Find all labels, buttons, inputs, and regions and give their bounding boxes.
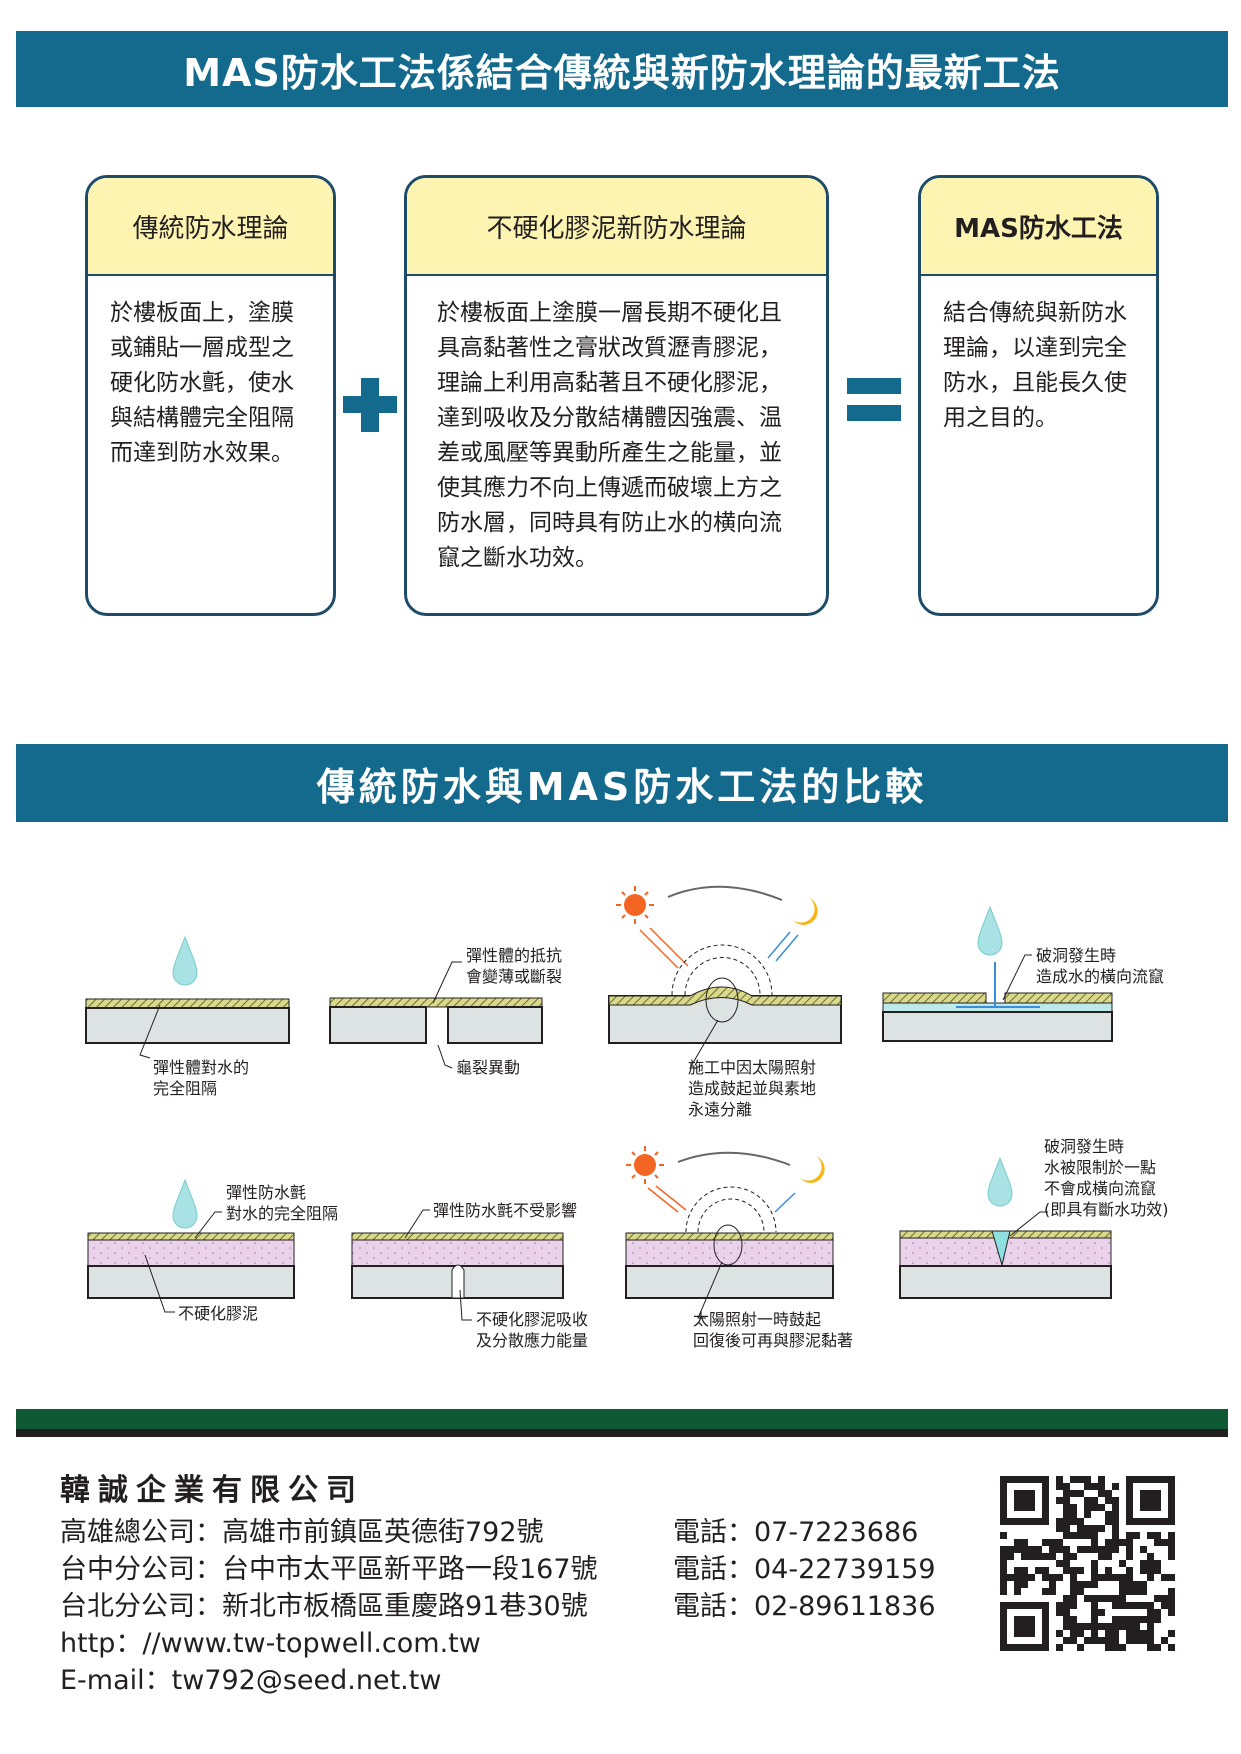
- water-drop-icon: [172, 1179, 198, 1229]
- label-r1-3: 施工中因太陽照射造成鼓起並與素地永遠分離: [688, 1057, 816, 1120]
- card-title: 傳統防水理論: [88, 178, 333, 276]
- label-r2-1-bottom: 不硬化膠泥: [178, 1303, 258, 1324]
- card-body: 結合傳統與新防水理論，以達到完全防水，且能長久使用之目的。: [943, 300, 1127, 431]
- label-line: 不硬化膠泥吸收: [476, 1310, 589, 1329]
- label-line: 彈性防水氈不受影響: [433, 1201, 578, 1220]
- card-title: MAS防水工法: [921, 178, 1156, 276]
- sun-icon: [615, 885, 655, 925]
- diagram-traditional-sun-blister: [608, 885, 842, 1069]
- label-line: 太陽照射一時鼓起: [693, 1310, 822, 1329]
- label-r2-2-top: 彈性防水氈不受影響: [433, 1200, 577, 1221]
- mas-method-card: MAS防水工法 結合傳統與新防水理論，以達到完全防水，且能長久使用之目的。: [918, 175, 1159, 616]
- water-drop-icon: [987, 1157, 1013, 1207]
- diagram-mas-barrier: [87, 1179, 295, 1313]
- arrow-icon: [667, 885, 783, 901]
- label-line: (即具有斷水功效): [1044, 1200, 1169, 1219]
- label-line: 永遠分離: [688, 1100, 753, 1119]
- card-body: 於樓板面上，塗膜或鋪貼一層成型之硬化防水氈，使水與結構體完全阻隔而達到防水效果。: [110, 300, 294, 466]
- comparison-diagrams: [85, 885, 1113, 1321]
- label-line: 會變薄或斷裂: [466, 967, 563, 986]
- qr-code-icon[interactable]: [995, 1476, 1180, 1651]
- office-taichung: 台中分公司：台中市太平區新平路一段167號: [60, 1554, 598, 1585]
- label-line: 龜裂異動: [456, 1058, 521, 1077]
- email-link[interactable]: E-mail：tw792@seed.net.tw: [60, 1665, 442, 1696]
- equals-icon: [847, 378, 901, 394]
- water-drop-icon: [977, 906, 1003, 956]
- label-line: 破洞發生時: [1036, 946, 1117, 965]
- label-r2-1-top: 彈性防水氈對水的完全阻隔: [226, 1182, 338, 1224]
- card-body: 於樓板面上塗膜一層長期不硬化且具高黏著性之膏狀改質瀝青膠泥，理論上利用高黏著且不…: [437, 300, 782, 571]
- office-kaohsiung: 高雄總公司：高雄市前鎮區英德街792號: [60, 1517, 544, 1548]
- diagram-traditional-barrier: [85, 936, 290, 1059]
- label-line: 彈性體的抵抗: [466, 946, 563, 965]
- label-line: 對水的完全阻隔: [226, 1204, 339, 1223]
- label-line: 回復後可再與膠泥黏著: [693, 1331, 854, 1350]
- diagram-mas-sun: [625, 1145, 834, 1319]
- comparison-banner: 傳統防水與MAS防水工法的比較: [16, 744, 1228, 822]
- company-name: 韓誠企業有限公司: [60, 1473, 364, 1508]
- diagram-mas-hole: [899, 1157, 1112, 1299]
- website-link[interactable]: http：//www.tw-topwell.com.tw: [60, 1628, 481, 1659]
- label-line: 及分散應力能量: [476, 1331, 589, 1350]
- water-drop-icon: [172, 936, 198, 986]
- diagram-traditional-crack: [329, 961, 543, 1069]
- label-r1-2-bottom: 龜裂異動: [456, 1057, 520, 1078]
- label-line: 造成水的橫向流竄: [1036, 967, 1165, 986]
- equals-icon-lower: [847, 405, 901, 421]
- label-line: 水被限制於一點: [1044, 1158, 1157, 1177]
- label-line: 施工中因太陽照射: [688, 1058, 817, 1077]
- office-taipei: 台北分公司：新北市板橋區重慶路91巷30號: [60, 1591, 588, 1622]
- label-line: 不會成橫向流竄: [1044, 1179, 1157, 1198]
- tel-taichung: 電話：04-22739159: [673, 1554, 936, 1585]
- tel-kaohsiung: 電話：07-7223686: [673, 1517, 919, 1548]
- label-r2-4: 破洞發生時水被限制於一點不會成橫向流竄 (即具有斷水功效): [1044, 1136, 1169, 1220]
- diagram-mas-crack: [351, 1209, 564, 1321]
- label-line: 造成鼓起並與素地: [688, 1079, 817, 1098]
- diagram-traditional-hole: [882, 906, 1113, 1042]
- label-r1-2-top: 彈性體的抵抗會變薄或斷裂: [466, 945, 562, 987]
- footer-divider: [16, 1409, 1228, 1429]
- new-theory-card: 不硬化膠泥新防水理論 於樓板面上塗膜一層長期不硬化且具高黏著性之膏狀改質瀝青膠泥…: [404, 175, 829, 616]
- plus-icon-vertical: [361, 378, 379, 432]
- label-r1-4: 破洞發生時造成水的橫向流竄: [1036, 945, 1164, 987]
- arrow-icon: [677, 1151, 791, 1166]
- moon-icon: [800, 1156, 825, 1183]
- label-line: 不硬化膠泥: [178, 1304, 259, 1323]
- tel-taipei: 電話：02-89611836: [673, 1591, 936, 1622]
- title-banner: MAS防水工法係結合傳統與新防水理論的最新工法: [16, 31, 1228, 107]
- label-r2-3: 太陽照射一時鼓起回復後可再與膠泥黏著: [693, 1309, 853, 1351]
- sun-icon: [625, 1145, 665, 1185]
- traditional-theory-card: 傳統防水理論 於樓板面上，塗膜或鋪貼一層成型之硬化防水氈，使水與結構體完全阻隔而…: [85, 175, 336, 616]
- label-line: 完全阻隔: [153, 1079, 218, 1098]
- title-text: MAS防水工法係結合傳統與新防水理論的最新工法: [183, 50, 1061, 95]
- label-r1-1: 彈性體對水的完全阻隔: [153, 1057, 249, 1099]
- label-line: 彈性體對水的: [153, 1058, 250, 1077]
- card-title: 不硬化膠泥新防水理論: [407, 178, 826, 276]
- label-line: 彈性防水氈: [226, 1183, 307, 1202]
- moon-icon: [793, 898, 818, 925]
- label-line: 破洞發生時: [1044, 1137, 1125, 1156]
- comparison-title: 傳統防水與MAS防水工法的比較: [316, 764, 928, 809]
- label-r2-2-bottom: 不硬化膠泥吸收及分散應力能量: [476, 1309, 588, 1351]
